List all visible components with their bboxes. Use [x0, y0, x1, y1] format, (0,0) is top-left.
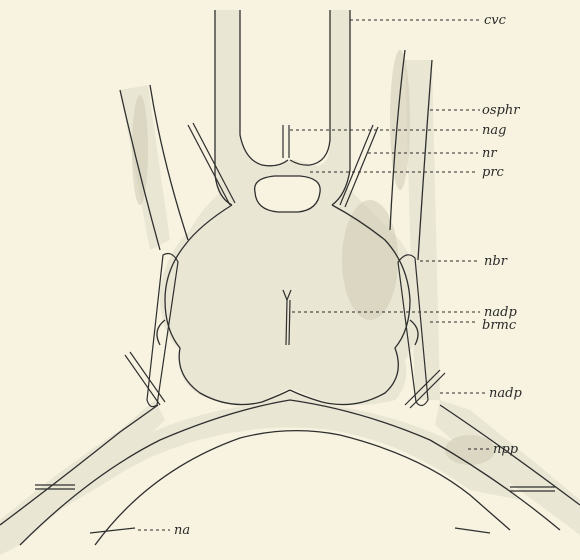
label-prc: prc — [482, 165, 505, 180]
label-na: na — [174, 523, 190, 538]
label-npp: npp — [493, 442, 519, 457]
label-osphr: osphr — [482, 103, 520, 118]
label-nadp-right: nadp — [489, 386, 522, 401]
label-nr: nr — [482, 146, 497, 161]
ganglion-body — [0, 10, 580, 555]
prc-ring — [255, 176, 321, 212]
label-nag: nag — [482, 123, 506, 138]
label-nbr: nbr — [484, 254, 508, 269]
label-cvc: cvc — [484, 13, 507, 28]
label-brmc: brmc — [482, 318, 517, 333]
